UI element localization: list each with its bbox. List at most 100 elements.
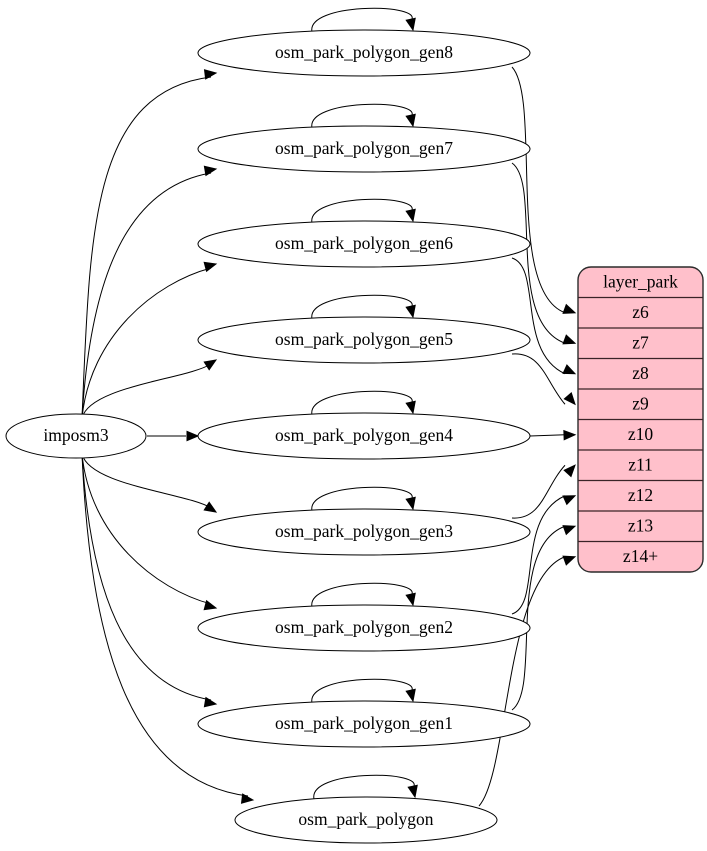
node-osm_park_polygon_gen5[interactable]: osm_park_polygon_gen5	[197, 316, 531, 364]
arrow-head-icon	[563, 392, 576, 406]
arrow-head-icon	[405, 17, 416, 32]
arrow-head-icon	[405, 208, 416, 223]
table-row[interactable]: z12	[578, 481, 703, 512]
edge-osm_park_polygon_gen2-to-z12	[511, 495, 566, 615]
node-osm_park_polygon_gen4[interactable]: osm_park_polygon_gen4	[197, 412, 531, 460]
node-shape-ellipse	[197, 412, 531, 460]
node-shape-ellipse	[5, 413, 147, 459]
edge-osm_park_polygon_gen1-to-z13	[511, 525, 566, 711]
table-row-label: z12	[628, 485, 653, 505]
edge-imposm3-to-osm_park_polygon_gen7	[81, 172, 212, 419]
arrow-head-icon	[562, 495, 577, 506]
node-osm_park_polygon_gen3[interactable]: osm_park_polygon_gen3	[197, 508, 531, 556]
node-label: osm_park_polygon_gen2	[275, 617, 453, 637]
edge-self-loop-osm_park_polygon_gen6	[311, 198, 413, 224]
arrow-head-icon	[562, 334, 577, 345]
node-shape-ellipse	[197, 604, 531, 652]
node-label: osm_park_polygon_gen8	[275, 42, 453, 62]
edge-osm_park_polygon-to-z14+	[478, 556, 566, 807]
arrow-head-icon	[407, 784, 418, 799]
node-shape-ellipse	[197, 125, 531, 173]
node-shape-ellipse	[197, 29, 531, 77]
node-label: osm_park_polygon_gen1	[275, 713, 453, 733]
node-osm_park_polygon_gen6[interactable]: osm_park_polygon_gen6	[197, 220, 531, 268]
edge-imposm3-to-osm_park_polygon	[81, 453, 249, 797]
edge-imposm3-to-osm_park_polygon_gen8	[81, 76, 212, 419]
node-osm_park_polygon_gen8[interactable]: osm_park_polygon_gen8	[197, 29, 531, 77]
node-osm_park_polygon_gen7[interactable]: osm_park_polygon_gen7	[197, 125, 531, 173]
arrow-head-icon	[405, 592, 416, 607]
layer-park-table[interactable]: layer_park z6 z7 z8 z9 z10 z11 z12 z13 z14+	[577, 266, 704, 573]
node-shape-ellipse	[197, 220, 531, 268]
table-row-label: z6	[632, 302, 649, 322]
table-row[interactable]: z6	[578, 298, 703, 329]
node-shape-ellipse	[197, 508, 531, 556]
node-shape-ellipse	[197, 700, 531, 748]
node-osm_park_polygon[interactable]: osm_park_polygon	[234, 796, 498, 844]
table-row-label: z11	[628, 454, 653, 474]
edge-osm_park_polygon_gen8-to-z6	[511, 66, 566, 314]
arrow-head-icon	[405, 496, 416, 511]
node-imposm3[interactable]: imposm3	[5, 413, 147, 459]
arrow-head-icon	[203, 359, 218, 371]
arrow-head-icon	[405, 304, 416, 319]
arrow-head-icon	[203, 696, 218, 708]
edge-osm_park_polygon_gen3-to-z11	[511, 464, 566, 519]
edge-self-loop-osm_park_polygon_gen8	[311, 7, 413, 33]
node-shape-ellipse	[197, 316, 531, 364]
table-row[interactable]: z7	[578, 328, 703, 359]
edge-self-loop-osm_park_polygon_gen1	[311, 678, 413, 704]
arrow-head-icon	[562, 364, 577, 375]
node-osm_park_polygon_gen1[interactable]: osm_park_polygon_gen1	[197, 700, 531, 748]
arrow-head-icon	[203, 165, 218, 177]
edge-osm_park_polygon_gen4-to-z10	[529, 434, 566, 437]
table-row-label: z9	[632, 393, 649, 413]
table-row[interactable]: z13	[578, 511, 703, 542]
table-row[interactable]: z11	[578, 450, 703, 481]
edge-self-loop-osm_park_polygon_gen5	[311, 294, 413, 320]
table-header-label: layer_park	[603, 271, 678, 291]
edge-self-loop-osm_park_polygon_gen2	[311, 582, 413, 608]
arrow-head-icon	[405, 113, 416, 128]
node-layer: osm_park_polygon_gen8 osm_park_polygon_ge…	[5, 29, 531, 844]
table-row-label: z8	[632, 363, 649, 383]
edge-imposm3-to-osm_park_polygon_gen2	[81, 453, 212, 605]
arrow-head-icon	[240, 793, 255, 804]
arrow-head-icon	[563, 429, 577, 441]
edge-osm_park_polygon_gen5-to-z9	[511, 353, 566, 405]
table-row-label: z7	[632, 332, 649, 352]
table-row-label: z13	[628, 515, 654, 535]
arrow-head-icon	[562, 555, 577, 566]
node-osm_park_polygon_gen2[interactable]: osm_park_polygon_gen2	[197, 604, 531, 652]
table-row[interactable]: z8	[578, 359, 703, 390]
table-row[interactable]: z9	[578, 389, 703, 420]
node-label: osm_park_polygon_gen7	[275, 138, 453, 158]
table-row[interactable]: z10	[578, 420, 703, 451]
node-label: osm_park_polygon_gen5	[275, 329, 453, 349]
table-row-label: z10	[628, 424, 654, 444]
edge-imposm3-to-osm_park_polygon_gen5	[81, 363, 212, 419]
arrow-head-icon	[562, 525, 577, 536]
edges-to-layer-park-table	[478, 66, 577, 807]
arrow-head-icon	[203, 261, 218, 273]
arrow-head-icon	[405, 688, 416, 703]
arrow-head-icon	[186, 430, 200, 442]
edges-from-imposm3	[81, 69, 255, 804]
edge-imposm3-to-osm_park_polygon_gen6	[81, 267, 212, 419]
edge-self-loop-osm_park_polygon_gen4	[311, 390, 413, 416]
table-row-label: z14+	[623, 546, 658, 566]
table-row[interactable]: z14+	[578, 542, 703, 573]
edge-imposm3-to-osm_park_polygon_gen1	[81, 453, 212, 701]
edge-imposm3-to-osm_park_polygon_gen3	[81, 453, 212, 509]
edge-self-loop-osm_park_polygon_gen7	[311, 103, 413, 129]
node-label: osm_park_polygon_gen6	[275, 233, 453, 253]
arrow-head-icon	[203, 599, 218, 611]
node-label: imposm3	[43, 425, 108, 445]
node-shape-ellipse	[234, 796, 498, 844]
edge-osm_park_polygon_gen7-to-z7	[511, 162, 566, 344]
edges-self-loops	[311, 7, 418, 800]
edge-self-loop-osm_park_polygon_gen3	[311, 486, 413, 512]
node-label: osm_park_polygon	[298, 809, 433, 829]
